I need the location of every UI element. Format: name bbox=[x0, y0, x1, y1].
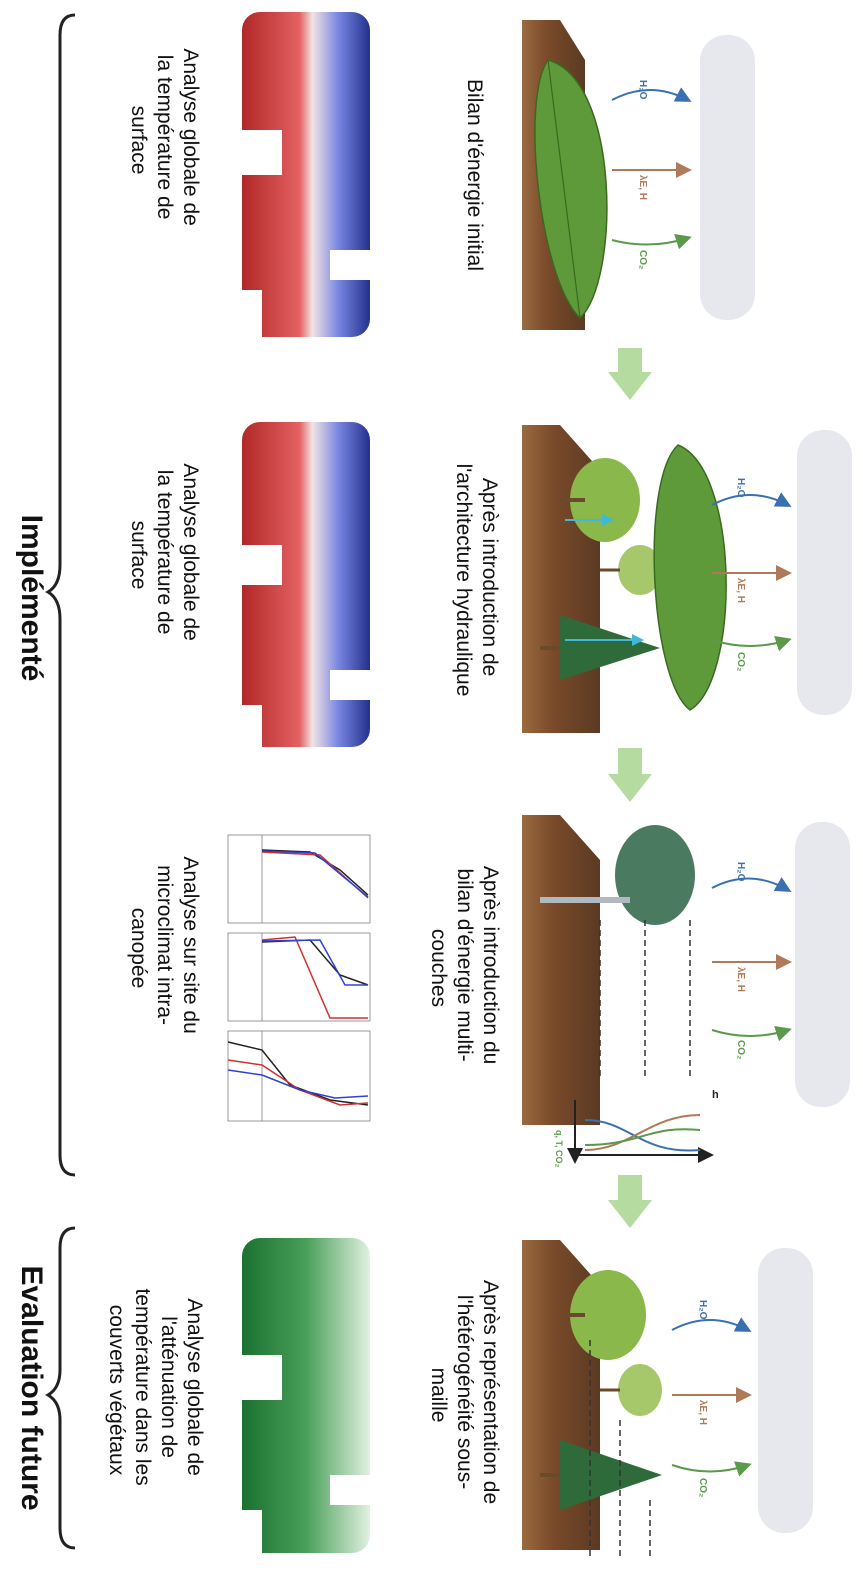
microclimate-plot-2 bbox=[227, 932, 371, 1022]
flux-label-co2-2: CO₂ bbox=[735, 652, 746, 671]
surface-temperature-map-1 bbox=[242, 12, 370, 337]
progress-arrow-3 bbox=[608, 1175, 652, 1228]
conifer-tree-4 bbox=[560, 1440, 662, 1510]
flux-label-co2-4: CO₂ bbox=[697, 1478, 708, 1497]
cloud-4 bbox=[758, 1248, 813, 1533]
flux-label-energy-4: λE, H bbox=[697, 1400, 708, 1425]
progress-arrow-2 bbox=[608, 748, 652, 802]
microclimate-plot-1 bbox=[227, 834, 371, 924]
soil-strip-3 bbox=[522, 815, 600, 1125]
brace-implemented bbox=[45, 13, 76, 1177]
stage-3: Analyse sur site du microclimat intra- c… bbox=[127, 815, 850, 1168]
flux-label-h2o-2: H₂O bbox=[735, 478, 746, 498]
stage-1-title: Bilan d'énergie initial bbox=[463, 79, 486, 271]
progress-arrow-1 bbox=[608, 348, 652, 400]
stage-2-title: Après introduction de l'architecture hyd… bbox=[452, 464, 501, 697]
conifer-tree-2 bbox=[560, 615, 660, 680]
flux-label-h2o-3: H₂O bbox=[735, 862, 746, 882]
profile-inset: h q, T, CO₂ bbox=[554, 1089, 719, 1168]
small-tree-2 bbox=[618, 545, 662, 595]
stage-4: Analyse globale de l'atténuation de temp… bbox=[105, 1238, 813, 1560]
stage-1: Analyse globale de la température de sur… bbox=[127, 12, 755, 337]
surface-temperature-map-2 bbox=[242, 422, 370, 747]
flux-label-co2-1: CO₂ bbox=[637, 250, 648, 269]
stage-3-analysis: Analyse sur site du microclimat intra- c… bbox=[127, 856, 202, 1039]
group-label-implemented: Implémenté bbox=[15, 515, 48, 682]
flux-label-energy-1: λE, H bbox=[637, 175, 648, 200]
stage-1-analysis: Analyse globale de la température de sur… bbox=[127, 48, 202, 231]
cloud-3 bbox=[795, 822, 850, 1107]
profile-axis-h: h bbox=[712, 1089, 719, 1101]
stage-3-title: Après introduction du bilan d'énergie mu… bbox=[427, 866, 502, 1070]
big-leaf-2 bbox=[653, 444, 727, 711]
stage-2-analysis: Analyse globale de la température de sur… bbox=[127, 463, 202, 646]
group-label-future: Evaluation future bbox=[15, 1265, 48, 1510]
stage-4-title: Après représentation de l'hétérogénéité … bbox=[427, 1280, 502, 1510]
small-tree-4 bbox=[618, 1364, 662, 1416]
flux-label-h2o-4: H₂O bbox=[697, 1300, 708, 1320]
stage-4-analysis: Analyse globale de l'atténuation de temp… bbox=[105, 1288, 206, 1491]
microclimate-plot-3 bbox=[227, 1030, 371, 1122]
cloud-1 bbox=[700, 35, 755, 320]
flux-label-co2-3: CO₂ bbox=[735, 1040, 746, 1059]
brace-future bbox=[45, 1226, 76, 1550]
stage-2: Analyse globale de la température de sur… bbox=[127, 422, 852, 747]
flux-label-h2o-1: H₂O bbox=[637, 80, 648, 100]
cloud-2 bbox=[797, 430, 852, 715]
flux-label-energy-2: λE, H bbox=[735, 578, 746, 603]
broadleaf-tree-4 bbox=[570, 1270, 646, 1360]
canopy-attenuation-map bbox=[242, 1238, 370, 1553]
multilayer-tree-3 bbox=[615, 825, 695, 925]
flux-label-energy-3: λE, H bbox=[735, 967, 746, 992]
profile-axis-vars: q, T, CO₂ bbox=[554, 1130, 564, 1168]
